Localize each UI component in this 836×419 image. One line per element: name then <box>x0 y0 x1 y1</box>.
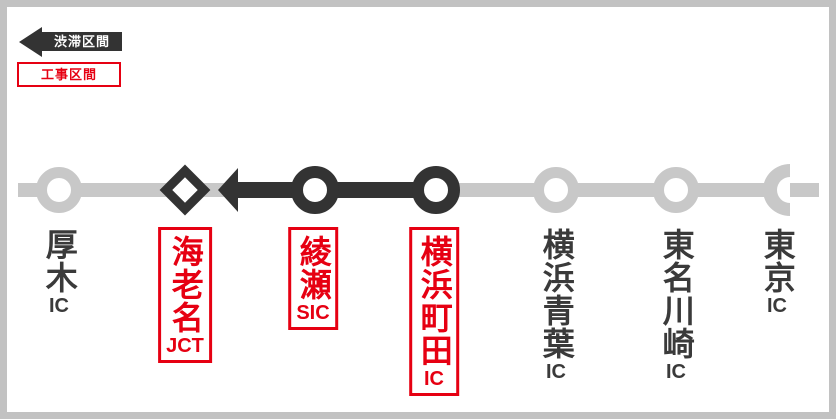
station-node-tomei-kawasaki <box>653 167 699 213</box>
station-label-atsugi: 厚木 IC <box>41 228 78 317</box>
station-node-atsugi <box>36 167 82 213</box>
station-node-yokohama-aoba <box>533 167 579 213</box>
station-suffix: IC <box>767 295 787 317</box>
station-name: 綾瀬 <box>295 235 332 301</box>
station-node-yokohama-machida <box>412 166 460 214</box>
station-label-ebina-jct: 海老名 JCT <box>158 227 212 363</box>
station-name: 東京 <box>759 228 796 294</box>
congestion-arrow-icon <box>218 168 238 212</box>
station-suffix: IC <box>424 368 444 390</box>
legend-construction: 工事区間 <box>17 62 121 87</box>
station-label-tomei-kawasaki: 東名川崎 IC <box>658 228 695 383</box>
left-arrow-icon <box>19 27 42 57</box>
station-name: 横浜町田 <box>416 235 453 367</box>
station-suffix: IC <box>49 295 69 317</box>
station-node-tokyo <box>763 164 790 216</box>
station-name: 厚木 <box>41 228 78 294</box>
station-label-ayase: 綾瀬 SIC <box>288 227 338 330</box>
station-name: 海老名 <box>167 235 204 334</box>
station-suffix: SIC <box>296 302 330 324</box>
legend-construction-label: 工事区間 <box>40 67 97 82</box>
station-label-yokohama-machida: 横浜町田 IC <box>409 227 459 396</box>
station-name: 東名川崎 <box>658 228 695 360</box>
station-label-yokohama-aoba: 横浜青葉 IC <box>538 228 575 383</box>
station-suffix: JCT <box>166 335 204 357</box>
station-suffix: IC <box>666 361 686 383</box>
legend-congestion-label: 渋滞区間 <box>42 32 122 51</box>
station-label-tokyo: 東京 IC <box>759 228 796 317</box>
station-node-ayase <box>291 166 339 214</box>
half-circle-inner <box>777 177 790 203</box>
station-node-ebina-jct <box>159 164 211 216</box>
legend-congestion: 渋滞区間 <box>19 27 122 57</box>
station-name: 横浜青葉 <box>538 228 575 360</box>
station-suffix: IC <box>546 361 566 383</box>
